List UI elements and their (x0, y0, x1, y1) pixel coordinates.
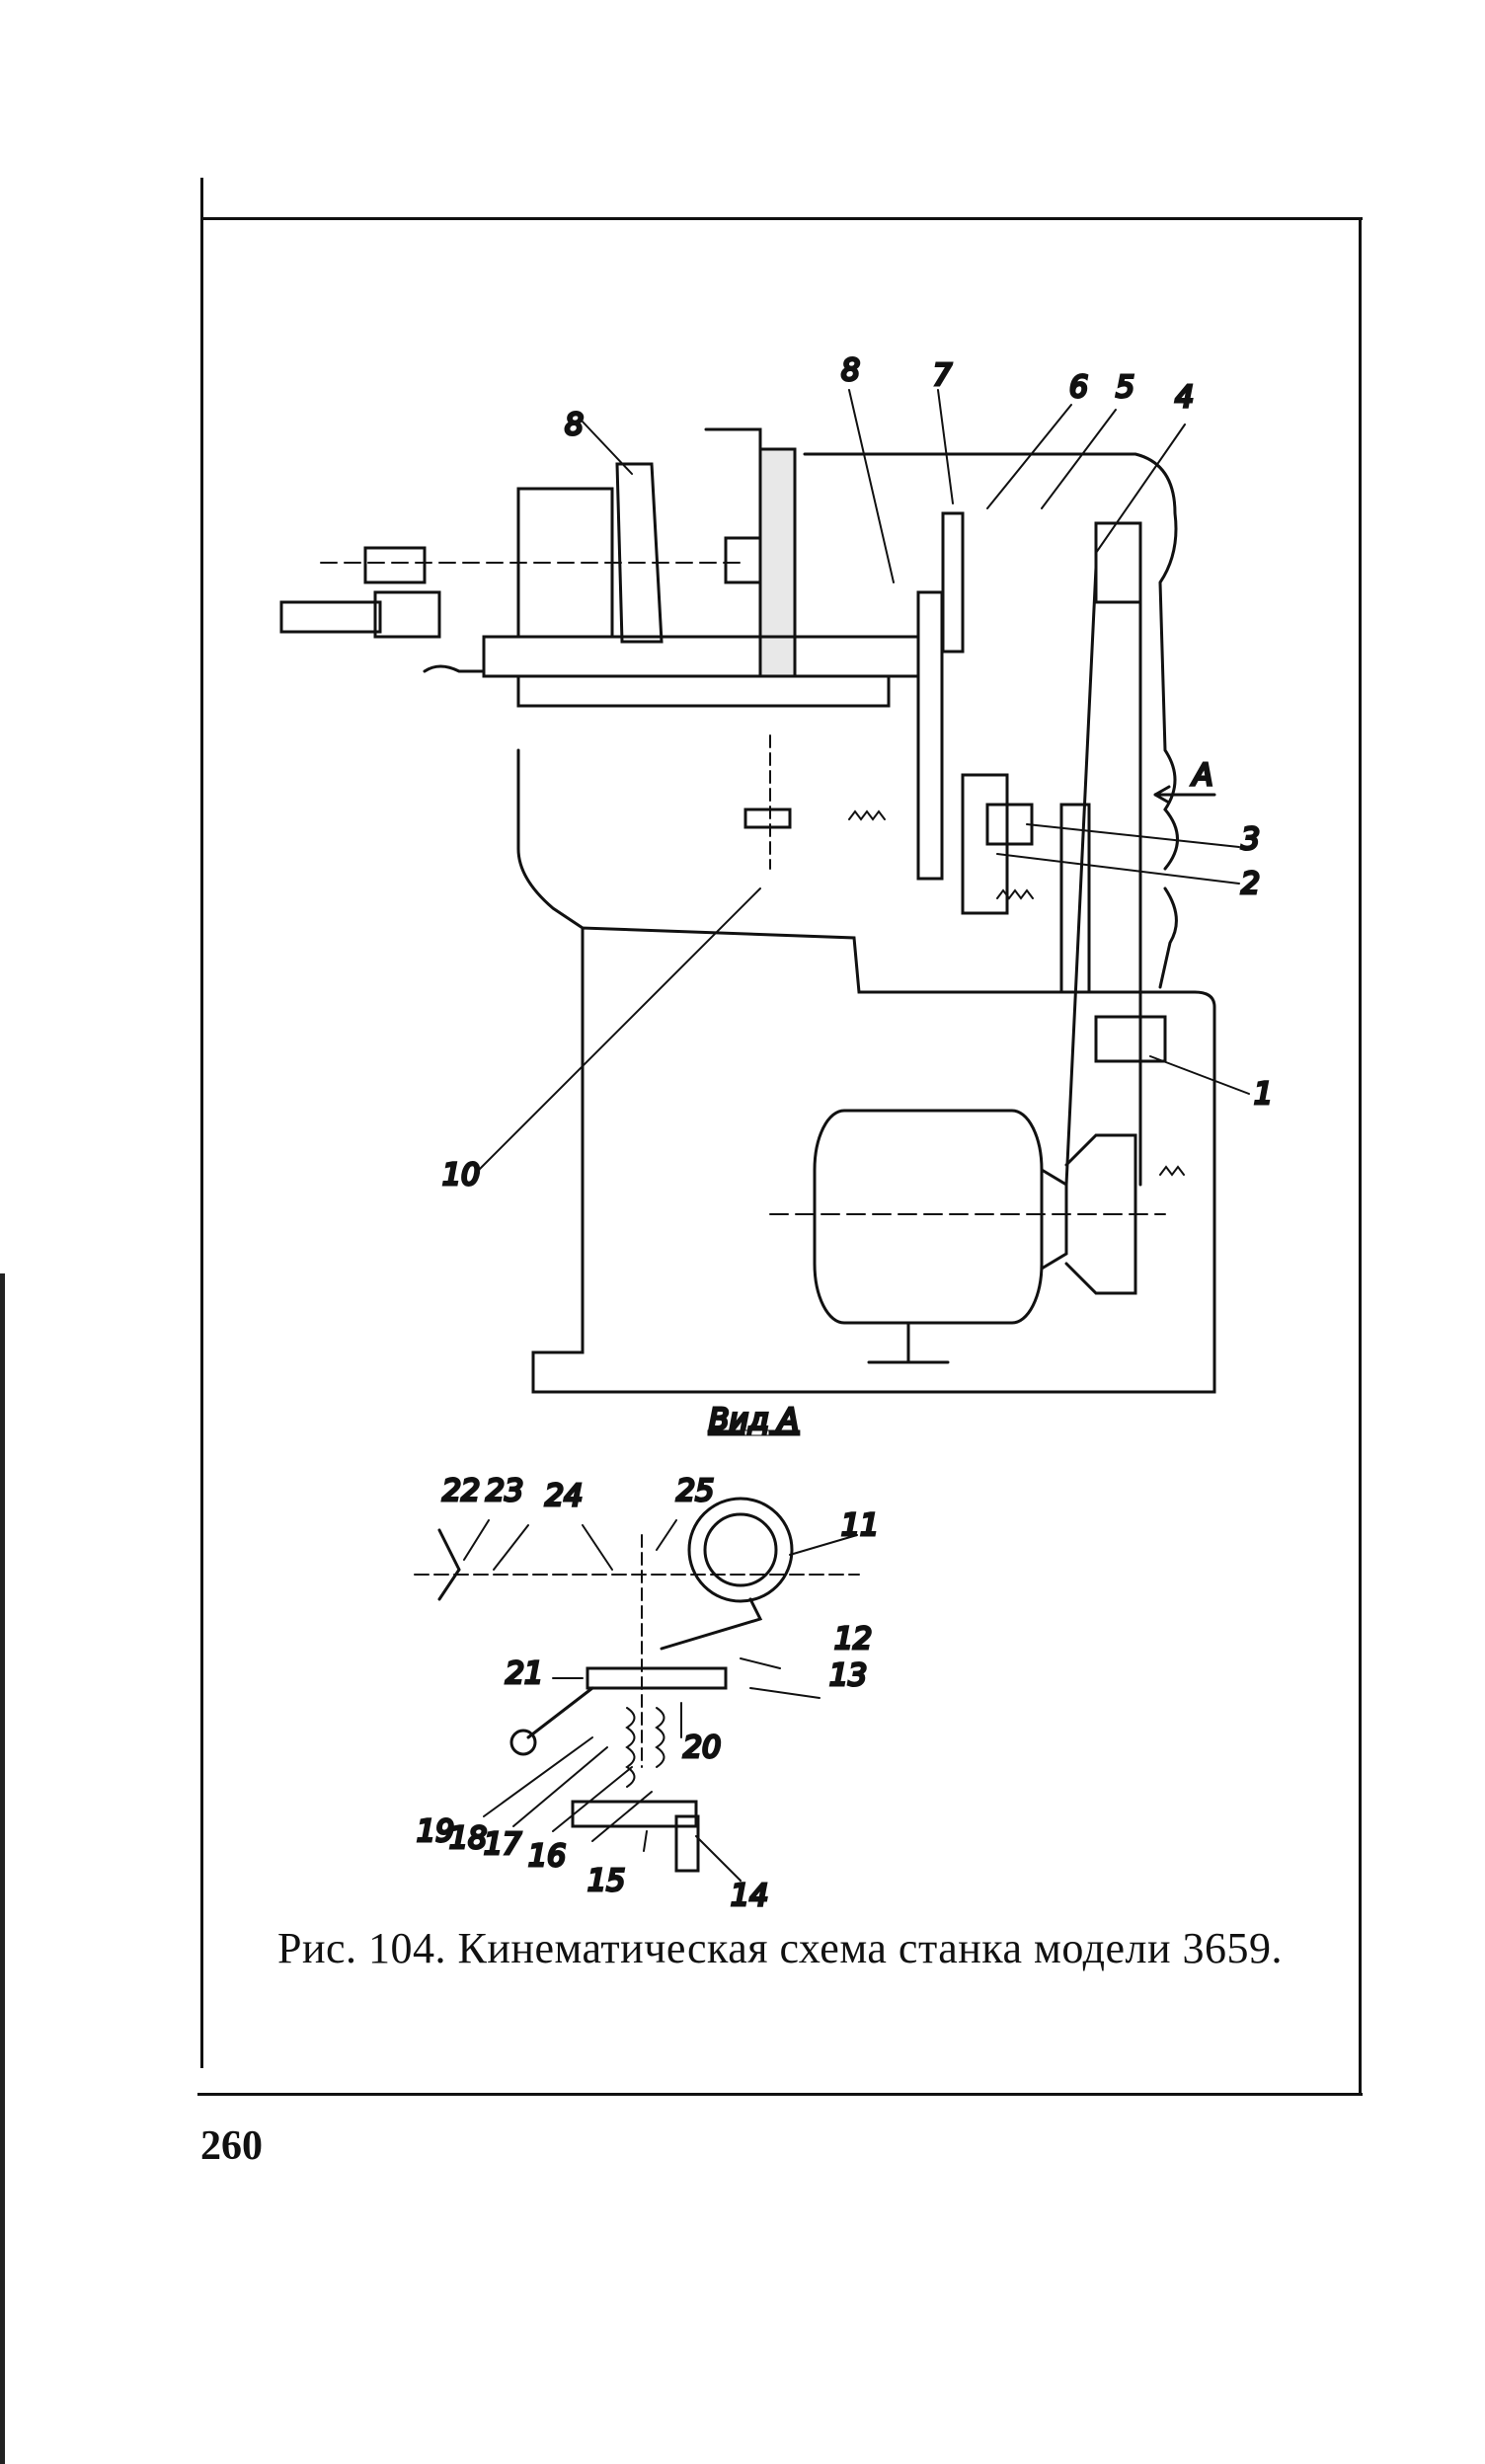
motor-bell (1040, 1168, 1068, 1270)
arrow-A (1153, 785, 1216, 805)
label-4: 4 (1175, 380, 1194, 415)
grinding-wheel (758, 447, 797, 678)
gear-3 (985, 803, 1034, 846)
handwheel-inner (703, 1512, 778, 1587)
view-a-knob (509, 1729, 537, 1756)
head-disc (615, 462, 664, 644)
view-a-crossbar (586, 1666, 728, 1690)
label-2: 2 (1241, 867, 1260, 901)
spindle-rod (279, 600, 382, 634)
label-22: 22 (442, 1474, 480, 1508)
label-3: 3 (1241, 822, 1260, 857)
motor-body (813, 1109, 1044, 1325)
view-a-title: Вид А (709, 1403, 799, 1437)
machine-body-outline (516, 748, 1178, 989)
spring-marks (848, 809, 1185, 1177)
scan-edge-shadow (0, 1273, 5, 2464)
label-23: 23 (486, 1474, 523, 1508)
machine-base-outline (531, 926, 1216, 1394)
handle (423, 664, 486, 673)
leader-lines-upper (478, 389, 1250, 1171)
label-10: 10 (442, 1158, 480, 1193)
work-table (482, 635, 920, 678)
upper-pulley (1094, 521, 1142, 604)
spindle-body (373, 590, 441, 639)
label-19: 19 (417, 1814, 454, 1849)
view-a-leaders (463, 1519, 858, 1882)
wheel-guard (704, 427, 762, 584)
handwheel (687, 1497, 794, 1603)
label-8-top: 8 (841, 353, 860, 388)
label-14: 14 (731, 1879, 768, 1913)
label-12: 12 (834, 1622, 872, 1656)
clutch-box (1094, 1015, 1167, 1063)
label-18: 18 (449, 1821, 487, 1856)
view-a-left-bracket (437, 1528, 461, 1601)
belt-left (1064, 566, 1098, 1187)
label-13: 13 (829, 1658, 867, 1693)
frame-right-rule (1359, 219, 1362, 2095)
upper-housing (803, 452, 1179, 871)
frame-left-rule (200, 178, 203, 2068)
frame-bottom-rule (197, 2093, 1363, 2096)
label-6: 6 (1069, 370, 1088, 405)
label-7: 7 (933, 358, 952, 393)
label-24: 24 (545, 1479, 583, 1513)
page-number: 260 (200, 2123, 263, 2169)
view-a-link (660, 1597, 763, 1651)
motor-foot (867, 1321, 950, 1364)
label-1: 1 (1254, 1077, 1273, 1112)
label-25: 25 (676, 1474, 714, 1508)
figure-caption: Рис. 104. Кинематическая схема станка мо… (276, 1924, 1284, 1972)
post (916, 590, 944, 881)
post-right (941, 511, 965, 654)
label-21: 21 (506, 1656, 543, 1691)
label-A: А (1191, 758, 1213, 793)
label-16: 16 (528, 1839, 566, 1874)
label-15: 15 (587, 1864, 625, 1898)
label-5: 5 (1116, 370, 1134, 405)
shaft-gear (743, 808, 792, 829)
kinematic-diagram: 8 8 7 6 5 4 А 3 2 1 10 Вид А 22 23 24 25… (279, 352, 1275, 1915)
label-20: 20 (683, 1731, 721, 1765)
label-11: 11 (841, 1508, 879, 1543)
label-8-left: 8 (565, 408, 584, 442)
belt-guard (1059, 803, 1091, 994)
view-a-lever (526, 1686, 594, 1739)
spindle-sleeve (363, 546, 427, 584)
view-a-spring (625, 1707, 665, 1788)
motor-pulley (1064, 1133, 1137, 1295)
frame-top-rule (202, 217, 1363, 220)
table-slide (516, 674, 891, 708)
view-a-rack (674, 1814, 700, 1873)
label-17: 17 (484, 1827, 521, 1862)
